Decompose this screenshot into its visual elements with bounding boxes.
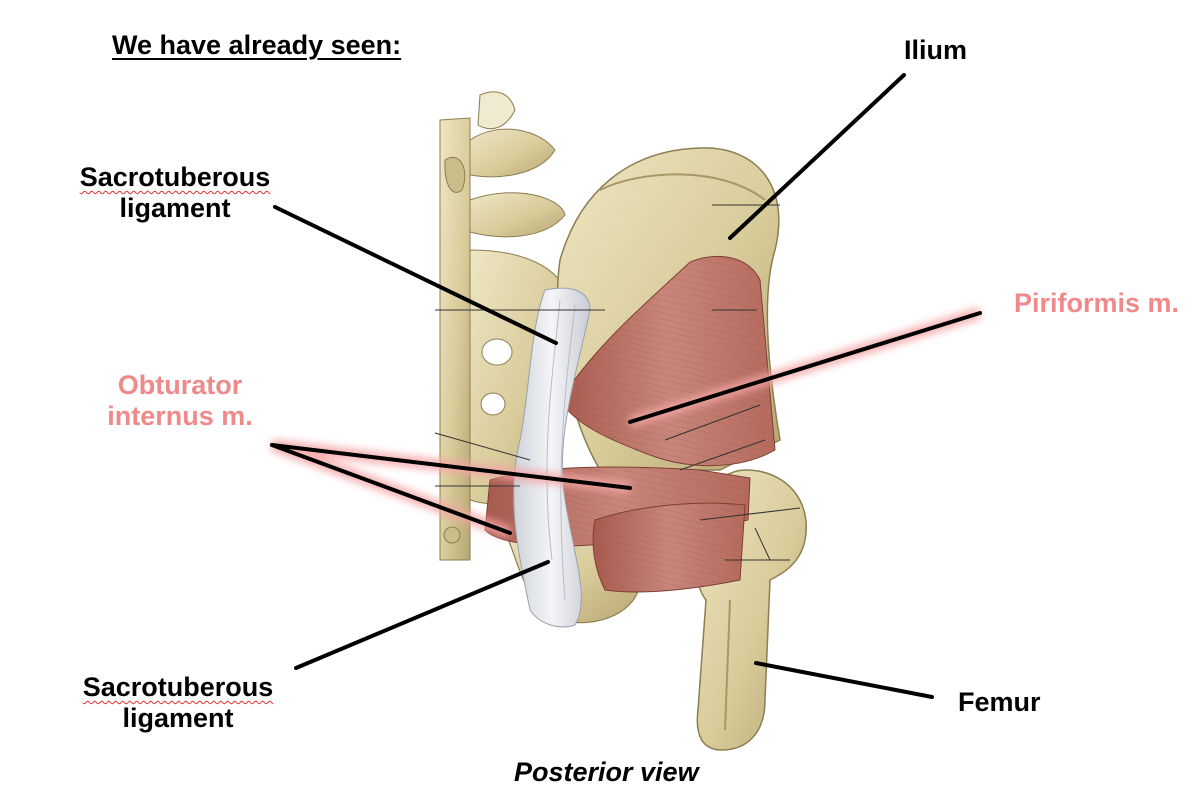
view-caption: Posterior view [514,757,699,787]
sacrotuberous-top-word: Sacrotuberous [79,162,271,192]
obturator-leader-line-upper [270,443,632,490]
obturator-leader-line-lower [270,443,512,535]
sacrotuberous-ligament-label-bottom: Sacrotuberous ligament [75,672,281,734]
internus-word: internus m. [107,401,253,431]
femur-leader-line [754,661,934,699]
sacrotuberous-bottom-word: Sacrotuberous [82,672,274,702]
piriformis-muscle [559,255,776,467]
obturator-word: Obturator [117,370,243,400]
ligament-bottom-word: ligament [122,703,234,733]
slide-heading: We have already seen: [112,30,402,60]
obturator-internus-label: Obturator internus m. [100,370,260,432]
ilium-label: Ilium [904,35,968,65]
sacrotuberous-bottom-leader-line [294,560,550,670]
piriformis-label: Piriformis m. [1014,288,1180,318]
reference-lines [434,204,801,561]
piriformis-leader-line [628,311,982,424]
sacrotuberous-ligament-label-top: Sacrotuberous ligament [72,162,278,224]
femur-label: Femur [958,687,1041,717]
sacrotuberous-ligament [513,287,591,628]
sacrotuberous-top-leader-line [273,205,558,345]
ligament-top-word: ligament [119,193,231,223]
ilium-leader-line [728,73,906,240]
